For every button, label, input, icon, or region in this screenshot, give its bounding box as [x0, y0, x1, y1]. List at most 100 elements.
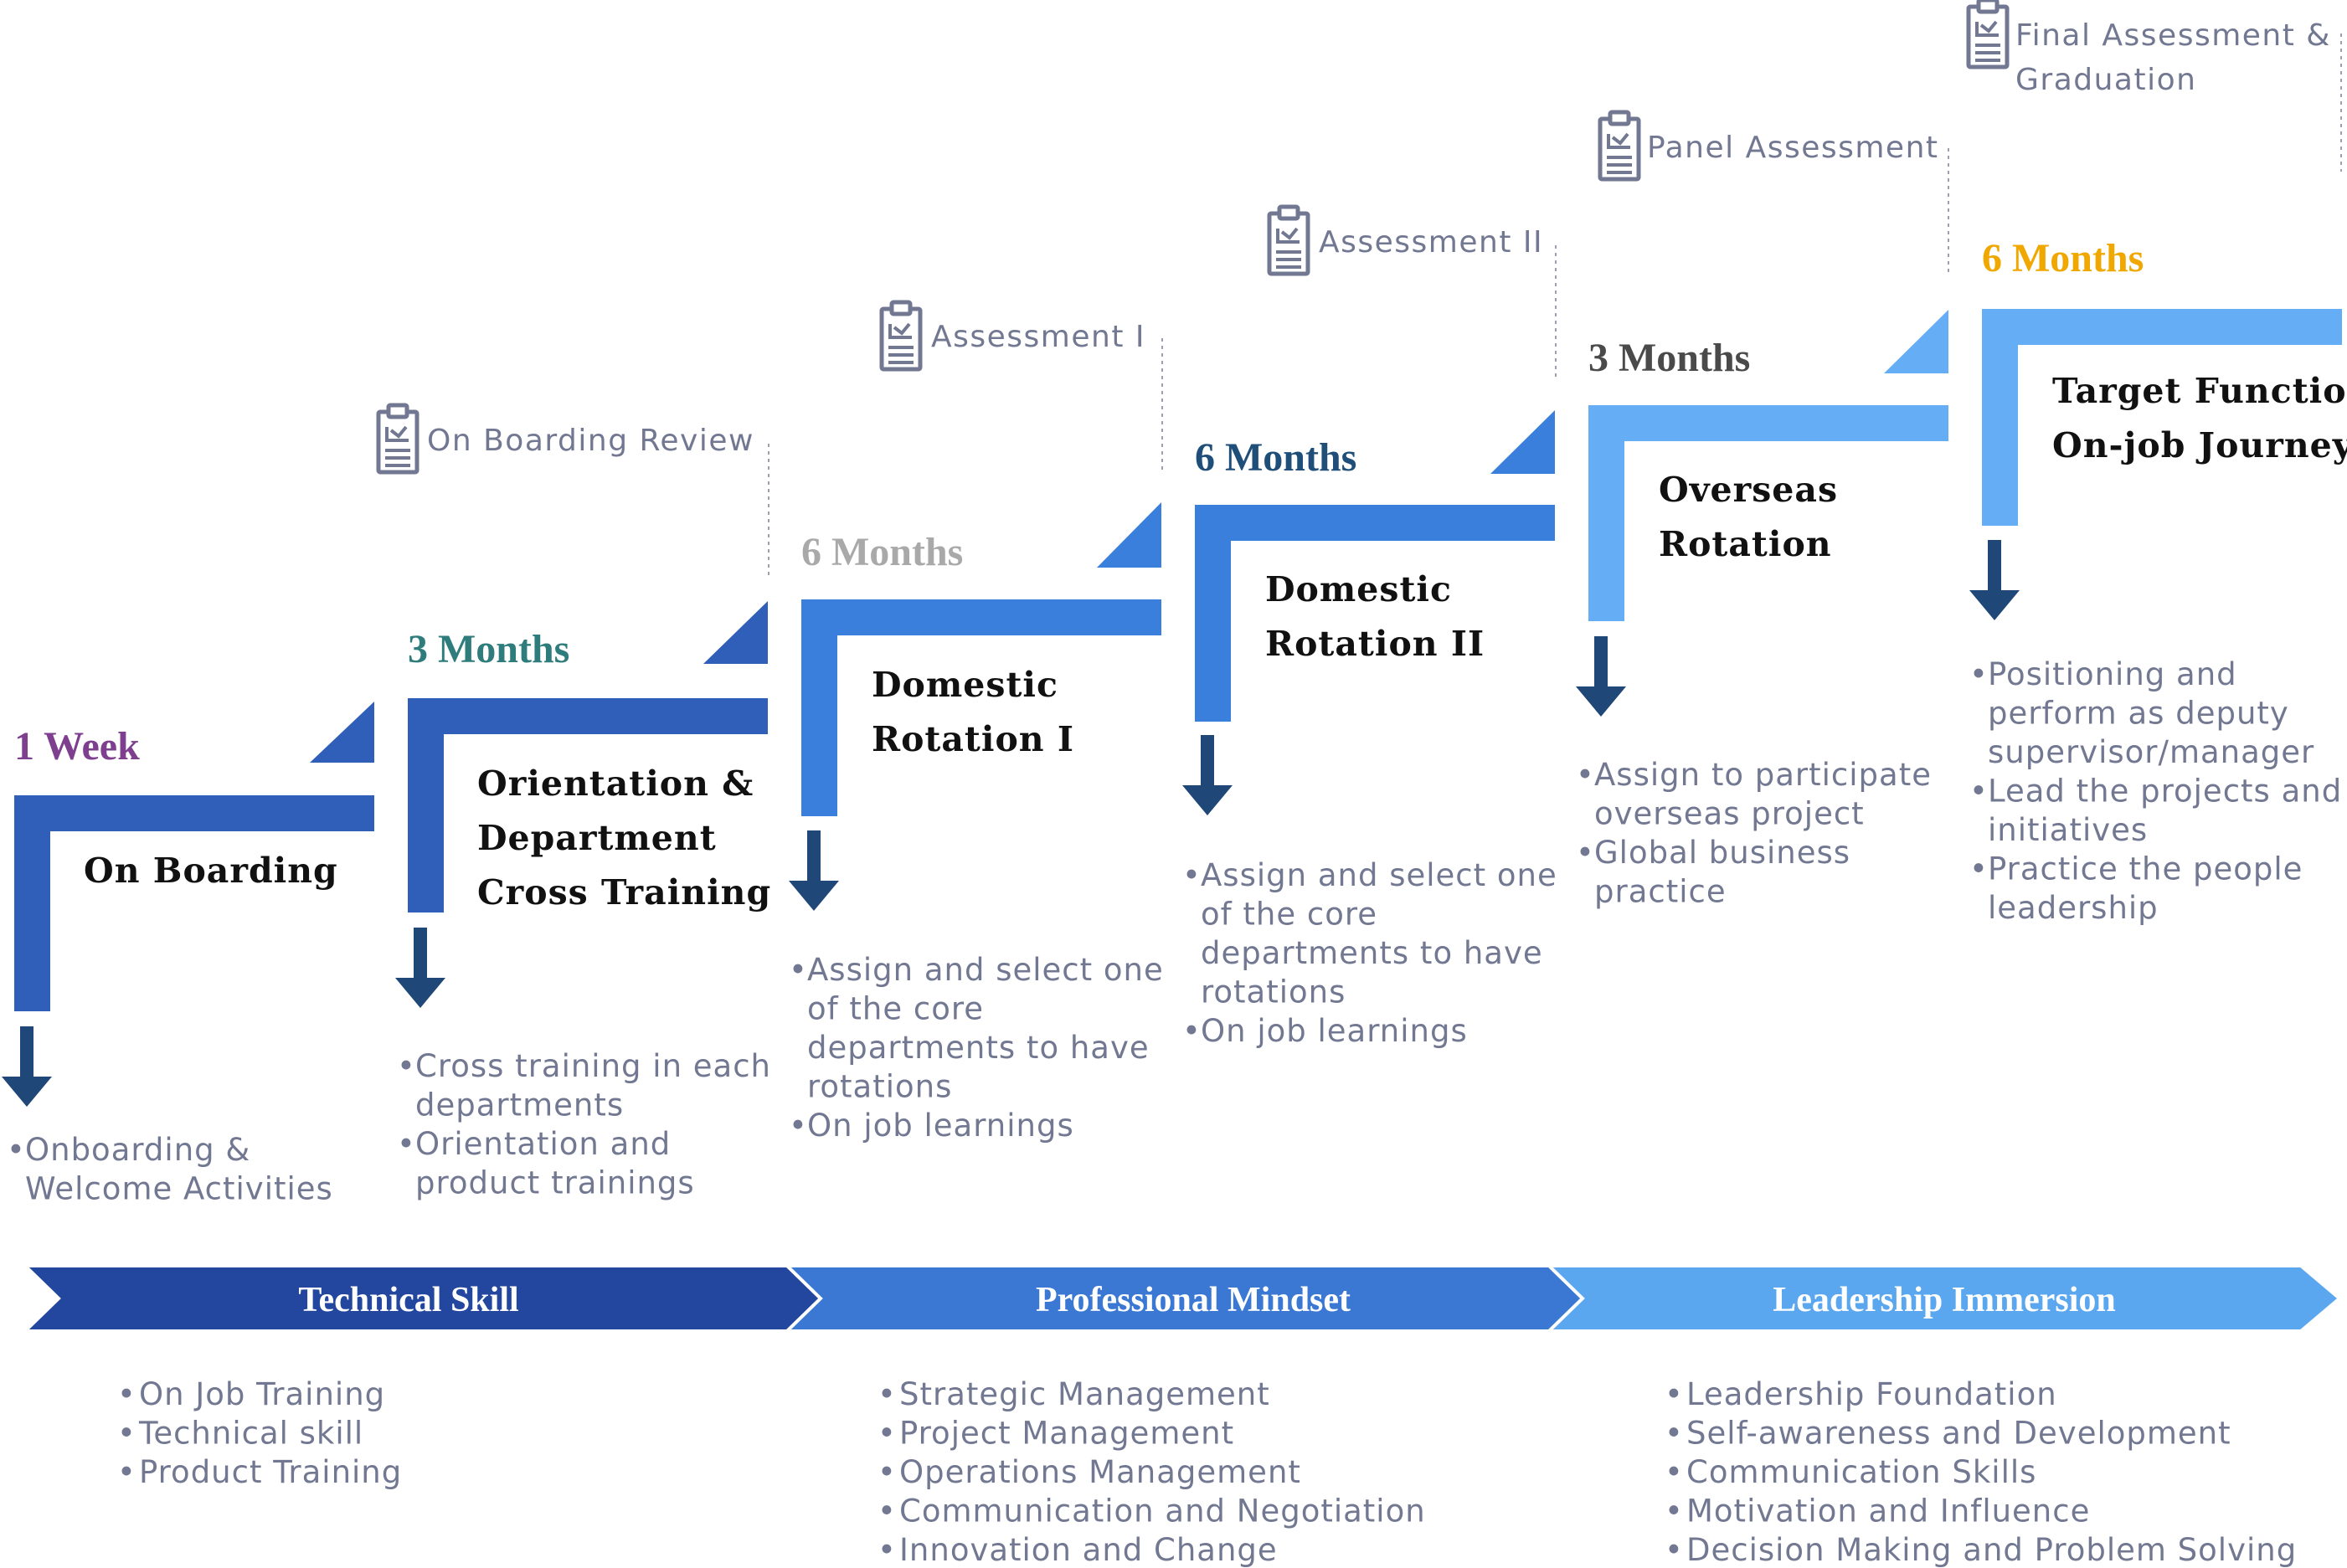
step-triangle	[1884, 310, 1948, 373]
bullet-dot: •	[789, 1108, 808, 1144]
stage-title: Domestic	[872, 665, 1058, 705]
assessment-label: Panel Assessment	[1647, 131, 1939, 165]
bullet-dot: •	[878, 1532, 897, 1568]
stage-item-text: Assign and select one	[1201, 857, 1557, 893]
phase-item-text: Motivation and Influence	[1686, 1493, 2090, 1529]
stage-item-text: of the core	[1201, 897, 1377, 933]
stage-item-text: Lead the projects and	[1988, 774, 2342, 810]
clipboard-check-icon	[879, 300, 923, 372]
stage-item-text: Cross training in each	[415, 1048, 771, 1084]
duration-label: 3 Months	[1588, 336, 1750, 380]
step-bar	[1588, 405, 1948, 621]
clipboard-clip	[889, 300, 913, 316]
bullet-dot: •	[397, 1126, 416, 1162]
clipboard-lines	[1276, 250, 1301, 269]
stage-item-text: initiatives	[1988, 812, 2148, 848]
bullet-dot: •	[1665, 1454, 1684, 1490]
bullet-dot: •	[1665, 1416, 1684, 1452]
stage-item-text: On job learnings	[1201, 1013, 1468, 1049]
checkmark	[888, 322, 912, 339]
step-bar	[408, 698, 768, 913]
down-arrow-icon	[789, 830, 839, 911]
phase-item-text: Communication Skills	[1686, 1454, 2036, 1490]
stage-title: Department	[477, 818, 717, 858]
stage-item-text: Global business	[1594, 835, 1850, 871]
stage-title: Target Function	[2052, 371, 2347, 411]
stage-title: Rotation II	[1265, 624, 1485, 664]
phase-item-text: Innovation and Change	[899, 1532, 1278, 1568]
bullet-dot: •	[1969, 656, 1989, 692]
stage-item-text: Welcome Activities	[25, 1171, 333, 1207]
clipboard-check-icon	[1966, 0, 2010, 69]
stage-item-text: perform as deputy	[1988, 696, 2289, 732]
bullet-dot: •	[1969, 851, 1989, 887]
stage-item-text: Assign and select one	[807, 952, 1164, 988]
stage-item-text: On job learnings	[807, 1108, 1074, 1144]
stage-item-text: departments	[415, 1087, 624, 1123]
stage-title: Rotation I	[872, 719, 1074, 759]
duration-label: 1 Week	[14, 724, 140, 769]
assessment-label: On Boarding Review	[427, 424, 754, 458]
stage-item-text: Orientation and	[415, 1126, 671, 1162]
bullet-dot: •	[1665, 1376, 1684, 1412]
stage-item-text: leadership	[1988, 890, 2159, 926]
duration-label: 3 Months	[408, 627, 569, 671]
stage-title: Domestic	[1265, 569, 1452, 609]
bullet-dot: •	[878, 1493, 897, 1529]
step-triangle	[1490, 410, 1555, 474]
stage-item-text: practice	[1594, 874, 1727, 910]
down-arrow-icon	[1576, 636, 1626, 717]
phase-item-text: Product Training	[139, 1454, 402, 1490]
stage-title: Orientation &	[477, 763, 754, 804]
down-arrow-icon	[1182, 735, 1233, 815]
stage-title: On-job Journey	[2052, 425, 2347, 465]
stage-title: On Boarding	[84, 851, 338, 891]
clipboard-lines	[385, 449, 410, 467]
bullet-dot: •	[397, 1048, 416, 1084]
duration-label: 6 Months	[1195, 435, 1356, 480]
stage-item-text: of the core	[807, 991, 984, 1027]
clipboard-clip	[386, 403, 409, 419]
phase-item-text: Communication and Negotiation	[899, 1493, 1426, 1529]
stage-item-text: rotations	[1201, 974, 1346, 1010]
bullet-dot: •	[117, 1376, 136, 1412]
stage-title: Cross Training	[477, 872, 771, 913]
step-triangle	[310, 702, 374, 763]
bullet-dot: •	[7, 1132, 26, 1168]
bullet-dot: •	[117, 1454, 136, 1490]
stage-item-text: departments to have	[807, 1030, 1150, 1066]
checkmark	[1975, 20, 1999, 37]
bullet-dot: •	[1969, 774, 1989, 810]
stage-item-text: rotations	[807, 1069, 952, 1105]
bullet-dot: •	[789, 952, 808, 988]
bullet-dot: •	[1665, 1532, 1684, 1568]
clipboard-clip	[1608, 110, 1631, 126]
phase-item-text: Decision Making and Problem Solving	[1686, 1532, 2297, 1568]
stage-item-text: Onboarding &	[25, 1132, 250, 1168]
phase-item-text: Self-awareness and Development	[1686, 1416, 2231, 1452]
stage-item-text: departments to have	[1201, 935, 1543, 971]
bullet-dot: •	[878, 1454, 897, 1490]
duration-label: 6 Months	[1982, 236, 2144, 280]
phase-item-text: Operations Management	[899, 1454, 1301, 1490]
bullet-dot: •	[1576, 757, 1595, 793]
phase-item-text: Leadership Foundation	[1686, 1376, 2057, 1412]
stage-title: Rotation	[1659, 524, 1832, 564]
stage-item-text: Assign to participate	[1594, 757, 1932, 793]
stage-title: Overseas	[1659, 470, 1838, 510]
phase-item-text: Project Management	[899, 1416, 1234, 1452]
phase-item-text: On Job Training	[139, 1376, 385, 1412]
phase-item-text: Strategic Management	[899, 1376, 1270, 1412]
step-triangle	[703, 601, 768, 664]
stage-item-text: Practice the people	[1988, 851, 2303, 887]
phase-label: Professional Mindset	[1036, 1281, 1351, 1319]
step-bar	[801, 599, 1161, 816]
bullet-dot: •	[878, 1416, 897, 1452]
bullet-dot: •	[1665, 1493, 1684, 1529]
phase-item-text: Technical skill	[138, 1416, 363, 1452]
assessment-label: Final Assessment &	[2015, 18, 2331, 53]
clipboard-check-icon	[1598, 110, 1641, 182]
stage-item-text: product trainings	[415, 1165, 695, 1201]
step-bar	[1982, 309, 2342, 526]
